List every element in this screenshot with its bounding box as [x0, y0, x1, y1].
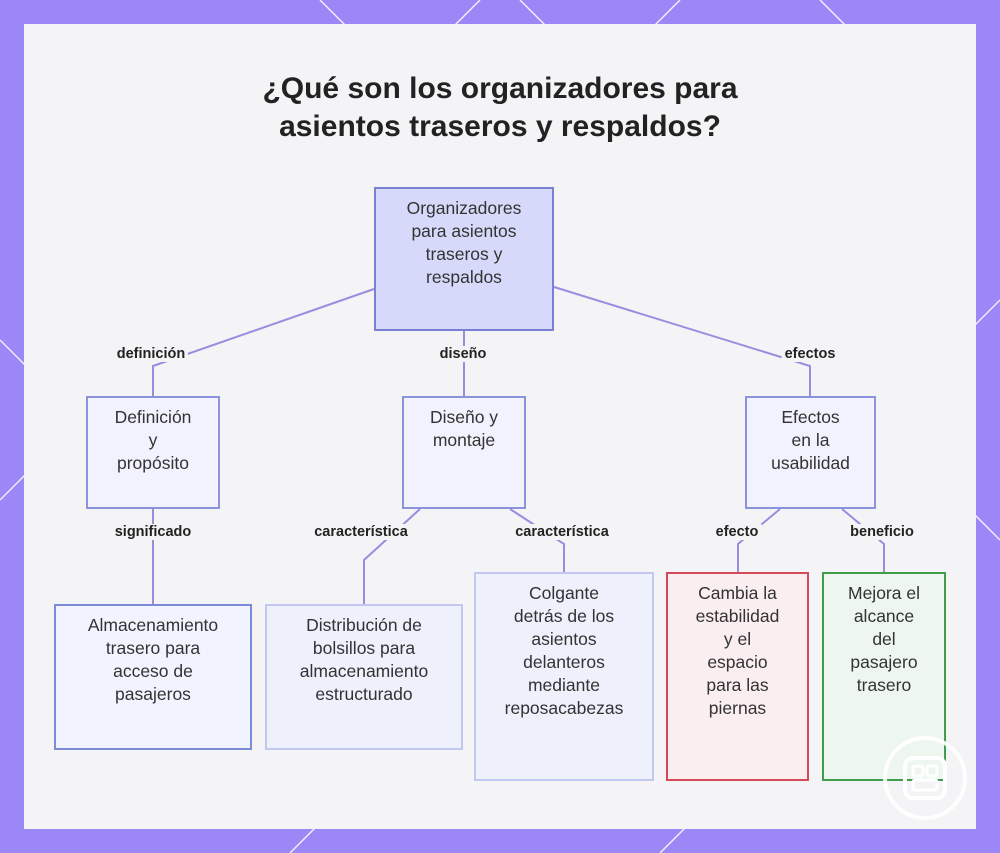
edge-label-definicion: definición	[113, 346, 189, 362]
title-line-2: asientos traseros y respaldos?	[279, 110, 721, 143]
edge-label-efectos: efectos	[781, 346, 839, 362]
node-almacenamiento: Almacenamiento trasero para acceso de pa…	[54, 604, 252, 750]
edge-label-significado: significado	[111, 524, 195, 540]
node-cambia: Cambia la estabilidad y el espacio para …	[666, 572, 809, 781]
node-diseno: Diseño y montaje	[402, 396, 526, 509]
title-line-1: ¿Qué son los organizadores para	[262, 72, 738, 105]
edge-root-definicion	[152, 288, 375, 396]
edge-label-caracteristica-2: característica	[512, 524, 612, 540]
node-almacenamiento-label: Almacenamiento trasero para acceso de pa…	[87, 615, 219, 704]
app-logo-glyph	[903, 756, 947, 800]
node-root-label: Organizadores para asientos traseros y r…	[406, 198, 522, 287]
edge-root-efectos	[553, 286, 811, 396]
node-colgante-label: Colgante detrás de los asientos delanter…	[504, 583, 624, 718]
edge-diseno-colgante	[509, 508, 565, 572]
node-definicion: Definición y propósito	[86, 396, 220, 509]
edge-label-beneficio: beneficio	[847, 524, 917, 540]
node-root: Organizadores para asientos traseros y r…	[374, 187, 554, 331]
edge-efectos-cambia	[737, 508, 781, 572]
node-definicion-label: Definición y propósito	[114, 407, 192, 473]
node-efectos: Efectos en la usabilidad	[745, 396, 876, 509]
node-efectos-label: Efectos en la usabilidad	[771, 407, 850, 473]
node-distribucion: Distribución de bolsillos para almacenam…	[265, 604, 463, 750]
diagram-title: ¿Qué son los organizadores para asientos…	[0, 70, 1000, 146]
edge-label-diseno: diseño	[436, 346, 490, 362]
edge-label-efecto: efecto	[712, 524, 762, 540]
node-colgante: Colgante detrás de los asientos delanter…	[474, 572, 654, 781]
node-distribucion-label: Distribución de bolsillos para almacenam…	[299, 615, 429, 704]
node-diseno-label: Diseño y montaje	[429, 407, 499, 450]
node-mejora-label: Mejora el alcance del pasajero trasero	[848, 583, 920, 695]
edge-efectos-mejora	[841, 508, 885, 572]
node-cambia-label: Cambia la estabilidad y el espacio para …	[695, 583, 780, 718]
app-logo-icon	[883, 736, 967, 820]
edge-label-caracteristica-1: característica	[311, 524, 411, 540]
